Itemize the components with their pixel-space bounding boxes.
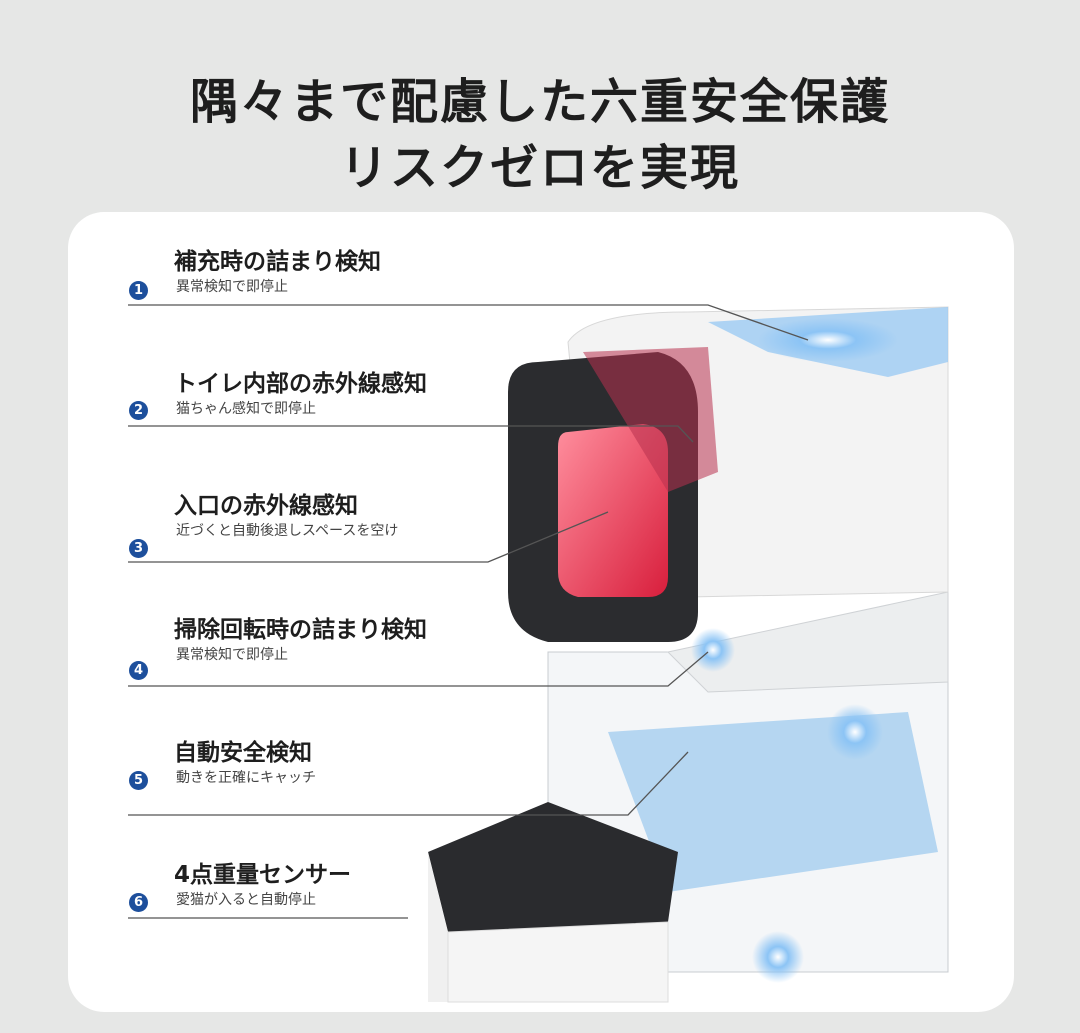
feature-title: 4点重量センサー [174,862,352,888]
number-badge-icon: 5 [129,771,148,790]
feature-subtitle: 近づくと自動後退しスペースを空け [176,523,399,539]
feature-card: 補充時の詰まり検知 異常検知で即停止 1 トイレ内部の赤外線感知 猫ちゃん感知で… [68,212,1014,1012]
leader-line-2 [128,425,694,443]
leader-line-4 [128,651,709,687]
feature-title: 掃除回転時の詰まり検知 [174,617,427,643]
feature-subtitle: 愛猫が入ると自動停止 [176,892,316,908]
feature-title: トイレ内部の赤外線感知 [174,371,427,397]
leader-line-3 [128,511,609,563]
leader-line-5 [128,751,689,816]
number-badge-icon: 3 [129,539,148,558]
feature-subtitle: 猫ちゃん感知で即停止 [176,401,316,417]
feature-subtitle: 異常検知で即停止 [176,647,288,663]
number-badge-icon: 6 [129,893,148,912]
headline-line-1: 隅々まで配慮した六重安全保護 [189,74,890,130]
feature-subtitle: 異常検知で即停止 [176,279,288,295]
litter-box-illustration [128,304,949,1003]
number-badge-icon: 4 [129,661,148,680]
feature-title: 補充時の詰まり検知 [174,249,381,275]
feature-title: 自動安全検知 [174,740,312,766]
leader-line-1 [128,304,809,341]
headline-line-2: リスクゼロを実現 [339,140,740,196]
feature-subtitle: 動きを正確にキャッチ [176,770,316,786]
feature-title: 入口の赤外線感知 [174,493,358,519]
number-badge-icon: 2 [129,401,148,420]
number-badge-icon: 1 [129,281,148,300]
